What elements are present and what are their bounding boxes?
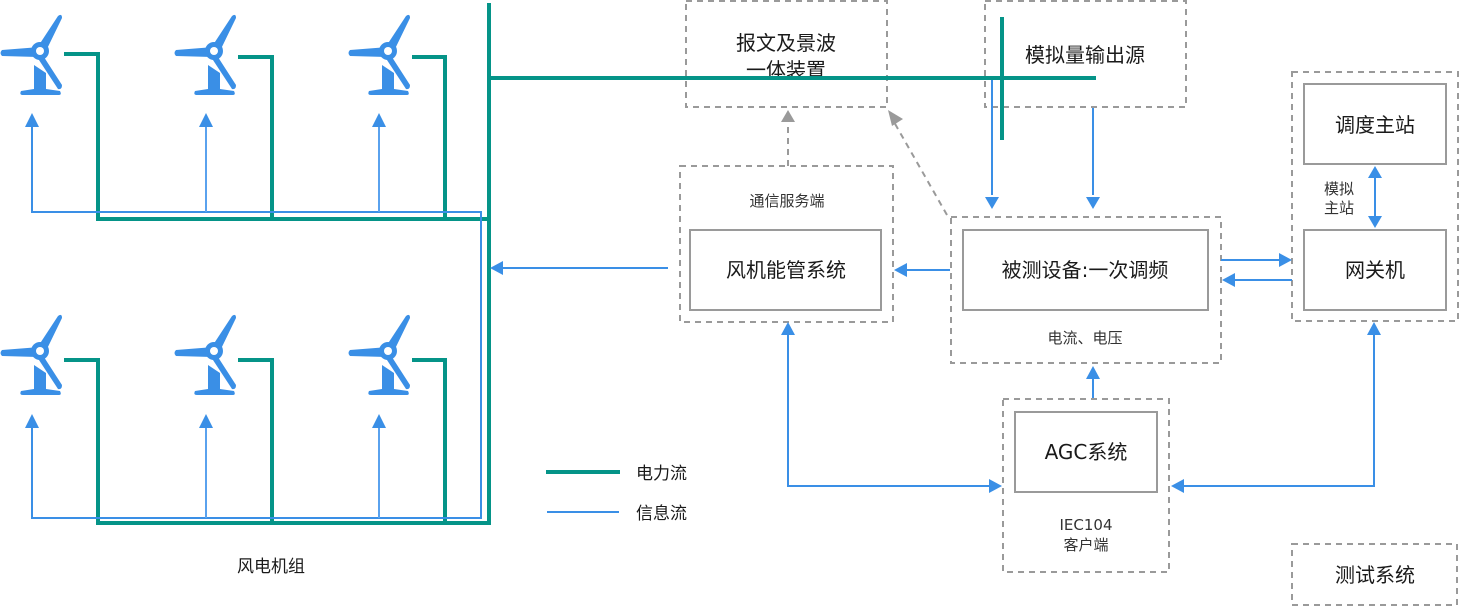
- arrow-up-turbine-1: [25, 113, 39, 127]
- agc-caption-line2: 客户端: [1063, 536, 1108, 554]
- info-flow-lines-turbines: [25, 113, 482, 519]
- gateway-box[interactable]: [1303, 229, 1447, 311]
- agc-box[interactable]: [1014, 411, 1158, 493]
- recorder-box[interactable]: [685, 0, 888, 108]
- recorder-node[interactable]: 报文及景波 一体装置: [685, 0, 888, 108]
- dashed-link-dut-recorder: [893, 121, 948, 216]
- power-line-turbine-4: [64, 358, 489, 525]
- comm-server-node[interactable]: 通信服务端 风机能管系统: [679, 165, 894, 323]
- power-line-turbine-1: [64, 52, 489, 221]
- analog-source-node[interactable]: 模拟量输出源: [984, 0, 1187, 108]
- test-system-node[interactable]: 测试系统: [1291, 543, 1458, 606]
- arrow-left-icon: [1222, 273, 1235, 287]
- power-line-turbine-5: [238, 358, 274, 523]
- sim-master-label-line2: 主站: [1324, 199, 1354, 217]
- arrow-up-icon: [1368, 166, 1382, 178]
- arrow-up-gray-icon: [781, 110, 795, 122]
- arrow-left-icon: [1171, 479, 1184, 493]
- agc-outer-box[interactable]: [1002, 398, 1170, 573]
- dut-caption: 电流、电压: [1047, 329, 1122, 347]
- analog-source-label: 模拟量输出源: [1025, 43, 1145, 67]
- dispatch-box[interactable]: [1303, 83, 1447, 165]
- info-loop-outer: [31, 125, 482, 519]
- legend-info-label: 信息流: [636, 504, 687, 524]
- sim-master-label-line1: 模拟: [1324, 180, 1354, 198]
- power-line-turbine-6: [412, 358, 447, 523]
- dut-node[interactable]: 被测设备:一次调频 电流、电压: [950, 216, 1222, 364]
- wind-turbine-icon: [0, 14, 62, 95]
- arrow-up-turbine-6: [372, 414, 386, 428]
- wind-turbine-icon: [174, 314, 236, 395]
- arrow-up-icon: [1367, 322, 1381, 335]
- arrow-left-icon: [894, 263, 907, 277]
- wind-turbine-icon: [174, 14, 236, 95]
- wind-turbine-icon: [348, 14, 410, 95]
- arrow-up-turbine-2: [199, 113, 213, 127]
- arrow-up-icon: [781, 322, 795, 335]
- comm-server-box[interactable]: [679, 165, 894, 323]
- agc-node[interactable]: AGC系统 IEC104 客户端: [1002, 398, 1170, 573]
- wind-turbine-icon: [348, 314, 410, 395]
- gateway-label: 网关机: [1345, 258, 1405, 282]
- test-system-label: 测试系统: [1335, 563, 1415, 587]
- recorder-label-line1: 报文及景波: [736, 31, 836, 55]
- dut-label: 被测设备:一次调频: [1002, 258, 1169, 282]
- comm-server-caption: 通信服务端: [749, 192, 824, 210]
- wind-turbine-icon: [0, 314, 62, 395]
- gateway-group-box[interactable]: [1291, 71, 1459, 322]
- info-line-gateway-agc: [1184, 334, 1375, 487]
- arrow-right-icon: [1279, 253, 1292, 267]
- wind-farm-label: 风电机组: [237, 557, 305, 577]
- wind-farm: 风电机组: [0, 14, 410, 577]
- arrow-right-icon: [989, 479, 1002, 493]
- fan-ems-box[interactable]: [689, 229, 882, 311]
- arrow-up-turbine-4: [25, 414, 39, 428]
- legend-power-label: 电力流: [636, 464, 687, 484]
- agc-caption-line1: IEC104: [1059, 516, 1112, 534]
- info-line-ems-agc: [787, 334, 990, 487]
- agc-label: AGC系统: [1045, 440, 1128, 464]
- test-system-box[interactable]: [1291, 543, 1458, 606]
- arrow-left-icon: [490, 261, 503, 275]
- arrow-up-turbine-3: [372, 113, 386, 127]
- arrow-up-gray-icon: [888, 110, 903, 126]
- dut-outer-box[interactable]: [950, 216, 1222, 364]
- arrow-up-icon: [1086, 366, 1100, 379]
- fan-ems-label: 风机能管系统: [726, 258, 846, 282]
- analog-source-box[interactable]: [984, 0, 1187, 108]
- arrow-down-icon: [1086, 197, 1100, 209]
- gateway-group[interactable]: 调度主站 网关机 模拟 主站: [1291, 71, 1459, 322]
- legend: 电力流 信息流: [546, 464, 687, 524]
- dispatch-label: 调度主站: [1335, 113, 1415, 137]
- power-line-turbine-3: [412, 55, 447, 219]
- arrow-up-turbine-5: [199, 414, 213, 428]
- dut-box[interactable]: [962, 229, 1209, 311]
- power-line-turbine-2: [238, 55, 274, 219]
- arrow-down-icon: [1368, 216, 1382, 228]
- arrow-down-icon: [985, 197, 999, 209]
